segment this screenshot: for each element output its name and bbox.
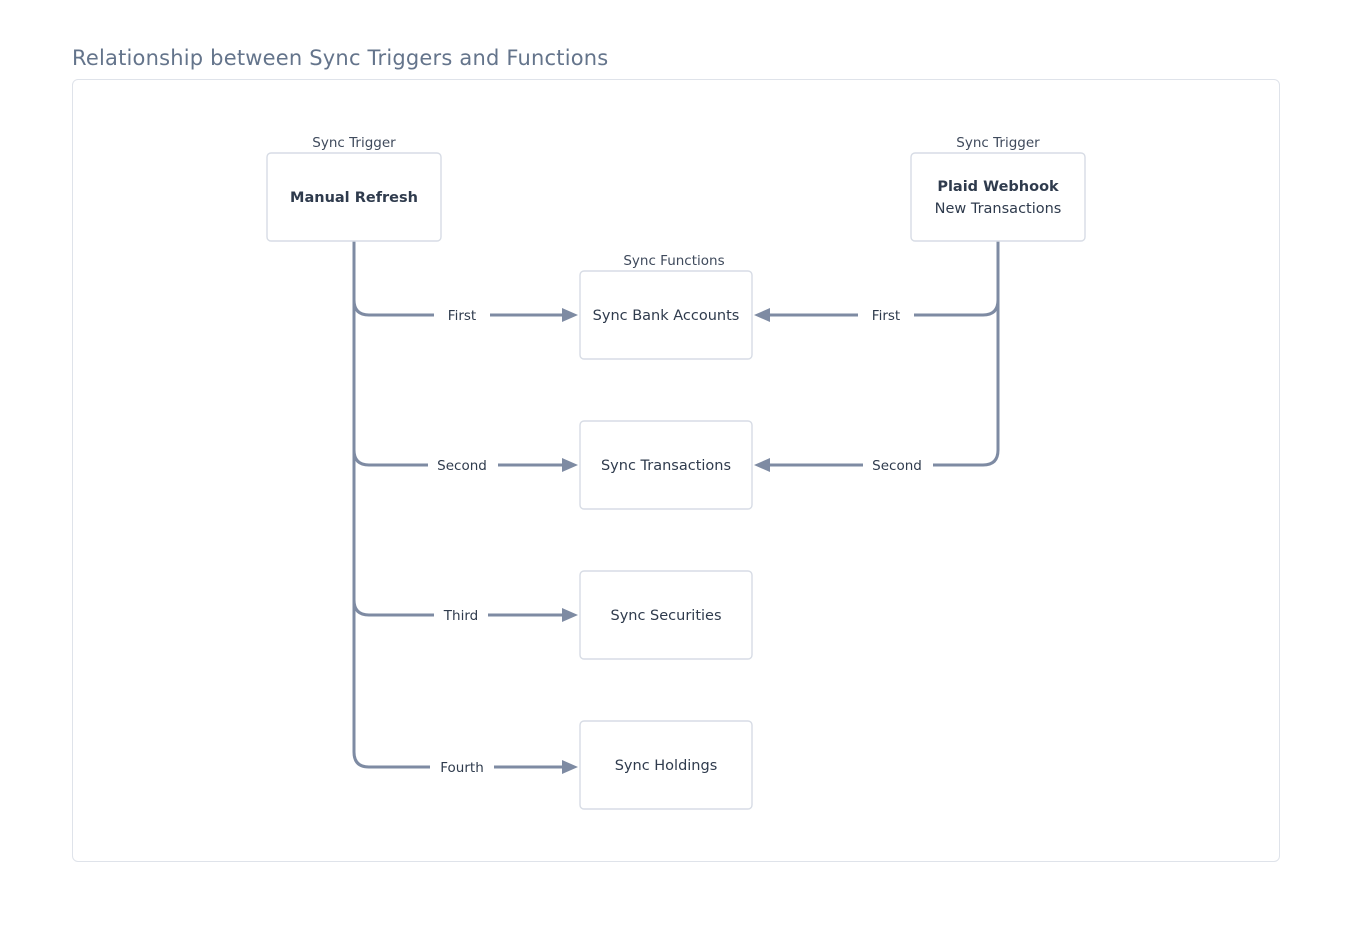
edge-trunk-right [972, 241, 1000, 467]
edge-label-manual-fourth: Fourth [440, 760, 484, 776]
node-title-manual-refresh: Manual Refresh [290, 190, 418, 206]
edge-label-manual-first: First [448, 308, 476, 324]
edge-label-bg-webhook-second [863, 456, 933, 475]
edge-webhook-first-arrow [754, 308, 770, 322]
edge-manual-second-path [352, 449, 566, 467]
edge-label-bg-manual-second [428, 456, 498, 475]
edge-label-webhook-first: First [872, 308, 900, 324]
node-sync-transactions[interactable]: Sync Transactions [579, 420, 753, 510]
edge-label-manual-third: Third [443, 608, 478, 624]
node-title-sync-securities: Sync Securities [610, 608, 721, 624]
node-title-plaid-webhook: Plaid Webhook [937, 179, 1059, 195]
node-subtitle-plaid-webhook: New Transactions [935, 201, 1062, 217]
node-box-sync-transactions[interactable] [579, 420, 753, 510]
edge-label-manual-second: Second [437, 458, 487, 474]
node-sync-bank-accounts[interactable]: Sync Bank Accounts [579, 270, 753, 360]
group-label-sync-trigger-right: Sync Trigger [956, 135, 1040, 151]
edge-group-plaid-webhook [754, 241, 1000, 472]
edge-webhook-second-arrow [754, 458, 770, 472]
node-box-manual-refresh[interactable] [266, 152, 442, 242]
node-box-sync-bank-accounts[interactable] [579, 270, 753, 360]
node-box-plaid-webhook[interactable] [910, 152, 1086, 242]
edge-webhook-first-path [766, 299, 1000, 317]
node-box-sync-holdings[interactable] [579, 720, 753, 810]
edge-manual-second-arrow [562, 458, 578, 472]
node-plaid-webhook[interactable]: Plaid Webhook New Transactions [910, 152, 1086, 242]
edge-manual-first-path [352, 299, 566, 317]
edge-label-webhook-second: Second [872, 458, 922, 474]
group-label-sync-functions: Sync Functions [623, 253, 724, 269]
node-manual-refresh[interactable]: Manual Refresh [266, 152, 442, 242]
edge-manual-third-arrow [562, 608, 578, 622]
edge-label-bg-manual-first [434, 306, 490, 325]
edge-label-bg-webhook-first [858, 306, 914, 325]
node-sync-securities[interactable]: Sync Securities [579, 570, 753, 660]
edge-trunk-left [352, 241, 380, 769]
edge-manual-fourth-arrow [562, 760, 578, 774]
node-title-sync-transactions: Sync Transactions [601, 458, 731, 474]
node-title-sync-bank-accounts: Sync Bank Accounts [593, 308, 740, 324]
edge-labels: First Second Third Fourth First Second [428, 306, 933, 777]
edge-label-bg-manual-fourth [430, 758, 494, 777]
group-label-sync-trigger-left: Sync Trigger [312, 135, 396, 151]
node-box-sync-securities[interactable] [579, 570, 753, 660]
page-title: Relationship between Sync Triggers and F… [72, 46, 609, 70]
group-labels: Sync Trigger Sync Functions Sync Trigger [312, 135, 1040, 269]
edge-manual-first-arrow [562, 308, 578, 322]
node-sync-holdings[interactable]: Sync Holdings [579, 720, 753, 810]
edge-label-bg-manual-third [434, 606, 488, 625]
node-title-sync-holdings: Sync Holdings [615, 758, 718, 774]
edge-manual-third-path [352, 599, 566, 617]
